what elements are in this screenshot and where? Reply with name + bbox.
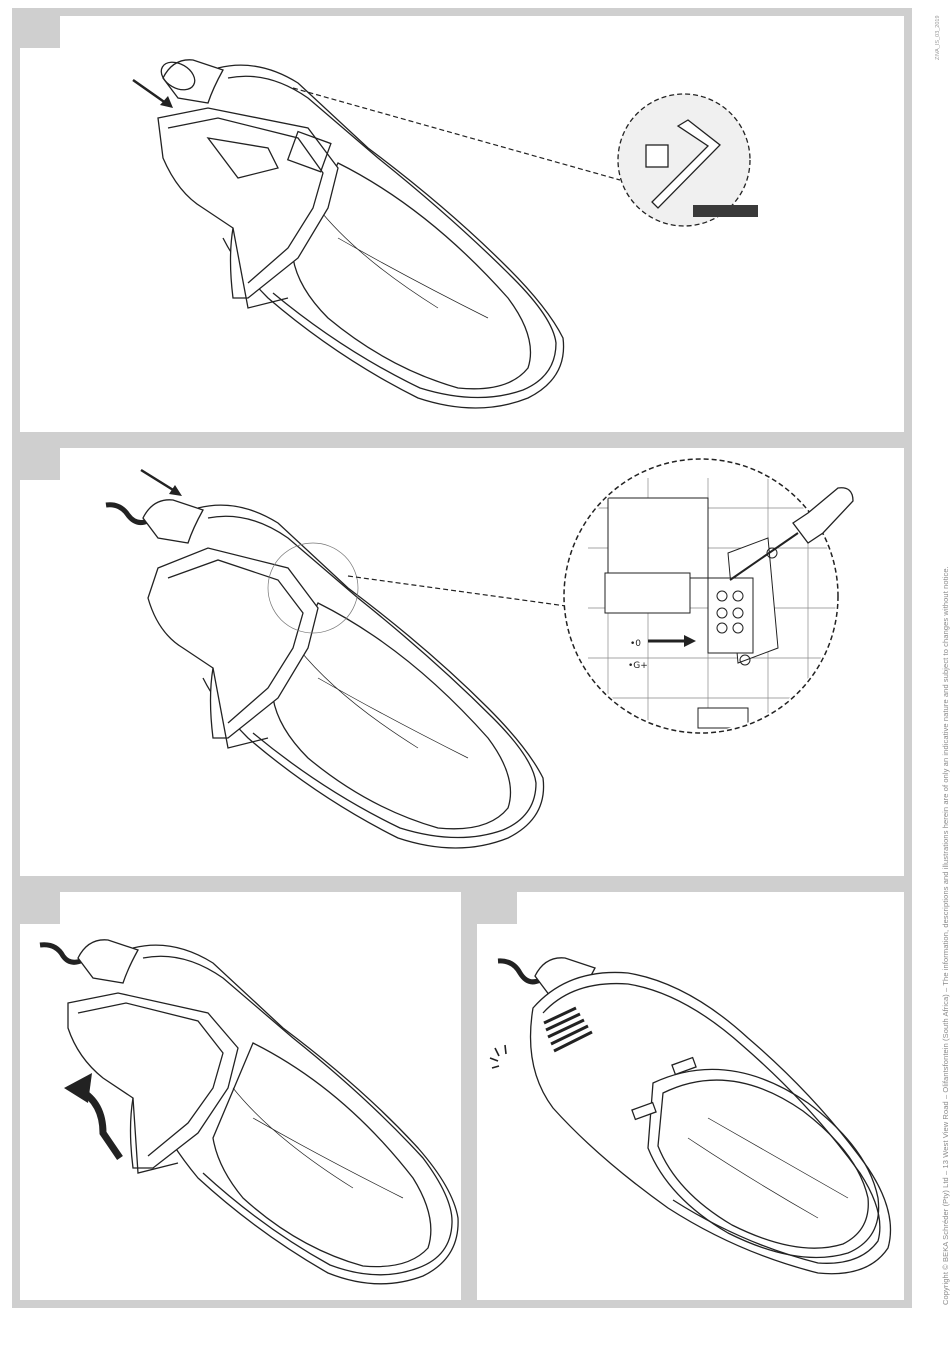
luminaire-illustration-2: •0 •G+ bbox=[20, 448, 904, 876]
document-code: ZIVA_IS_03_2019 bbox=[935, 15, 941, 60]
svg-text:•0: •0 bbox=[630, 639, 641, 649]
svg-text:•G+: •G+ bbox=[628, 661, 648, 671]
step-panel-1 bbox=[12, 8, 912, 440]
copyright-notice: Copyright © BEKA Schréder (Pty) Ltd – 13… bbox=[941, 566, 950, 1305]
luminaire-illustration-1 bbox=[20, 16, 904, 432]
luminaire-illustration-4 bbox=[477, 892, 904, 1300]
step-panel-4 bbox=[469, 884, 912, 1308]
step-panel-2: •0 •G+ bbox=[12, 440, 912, 884]
step-panel-3 bbox=[12, 884, 469, 1308]
luminaire-illustration-3 bbox=[20, 892, 461, 1300]
